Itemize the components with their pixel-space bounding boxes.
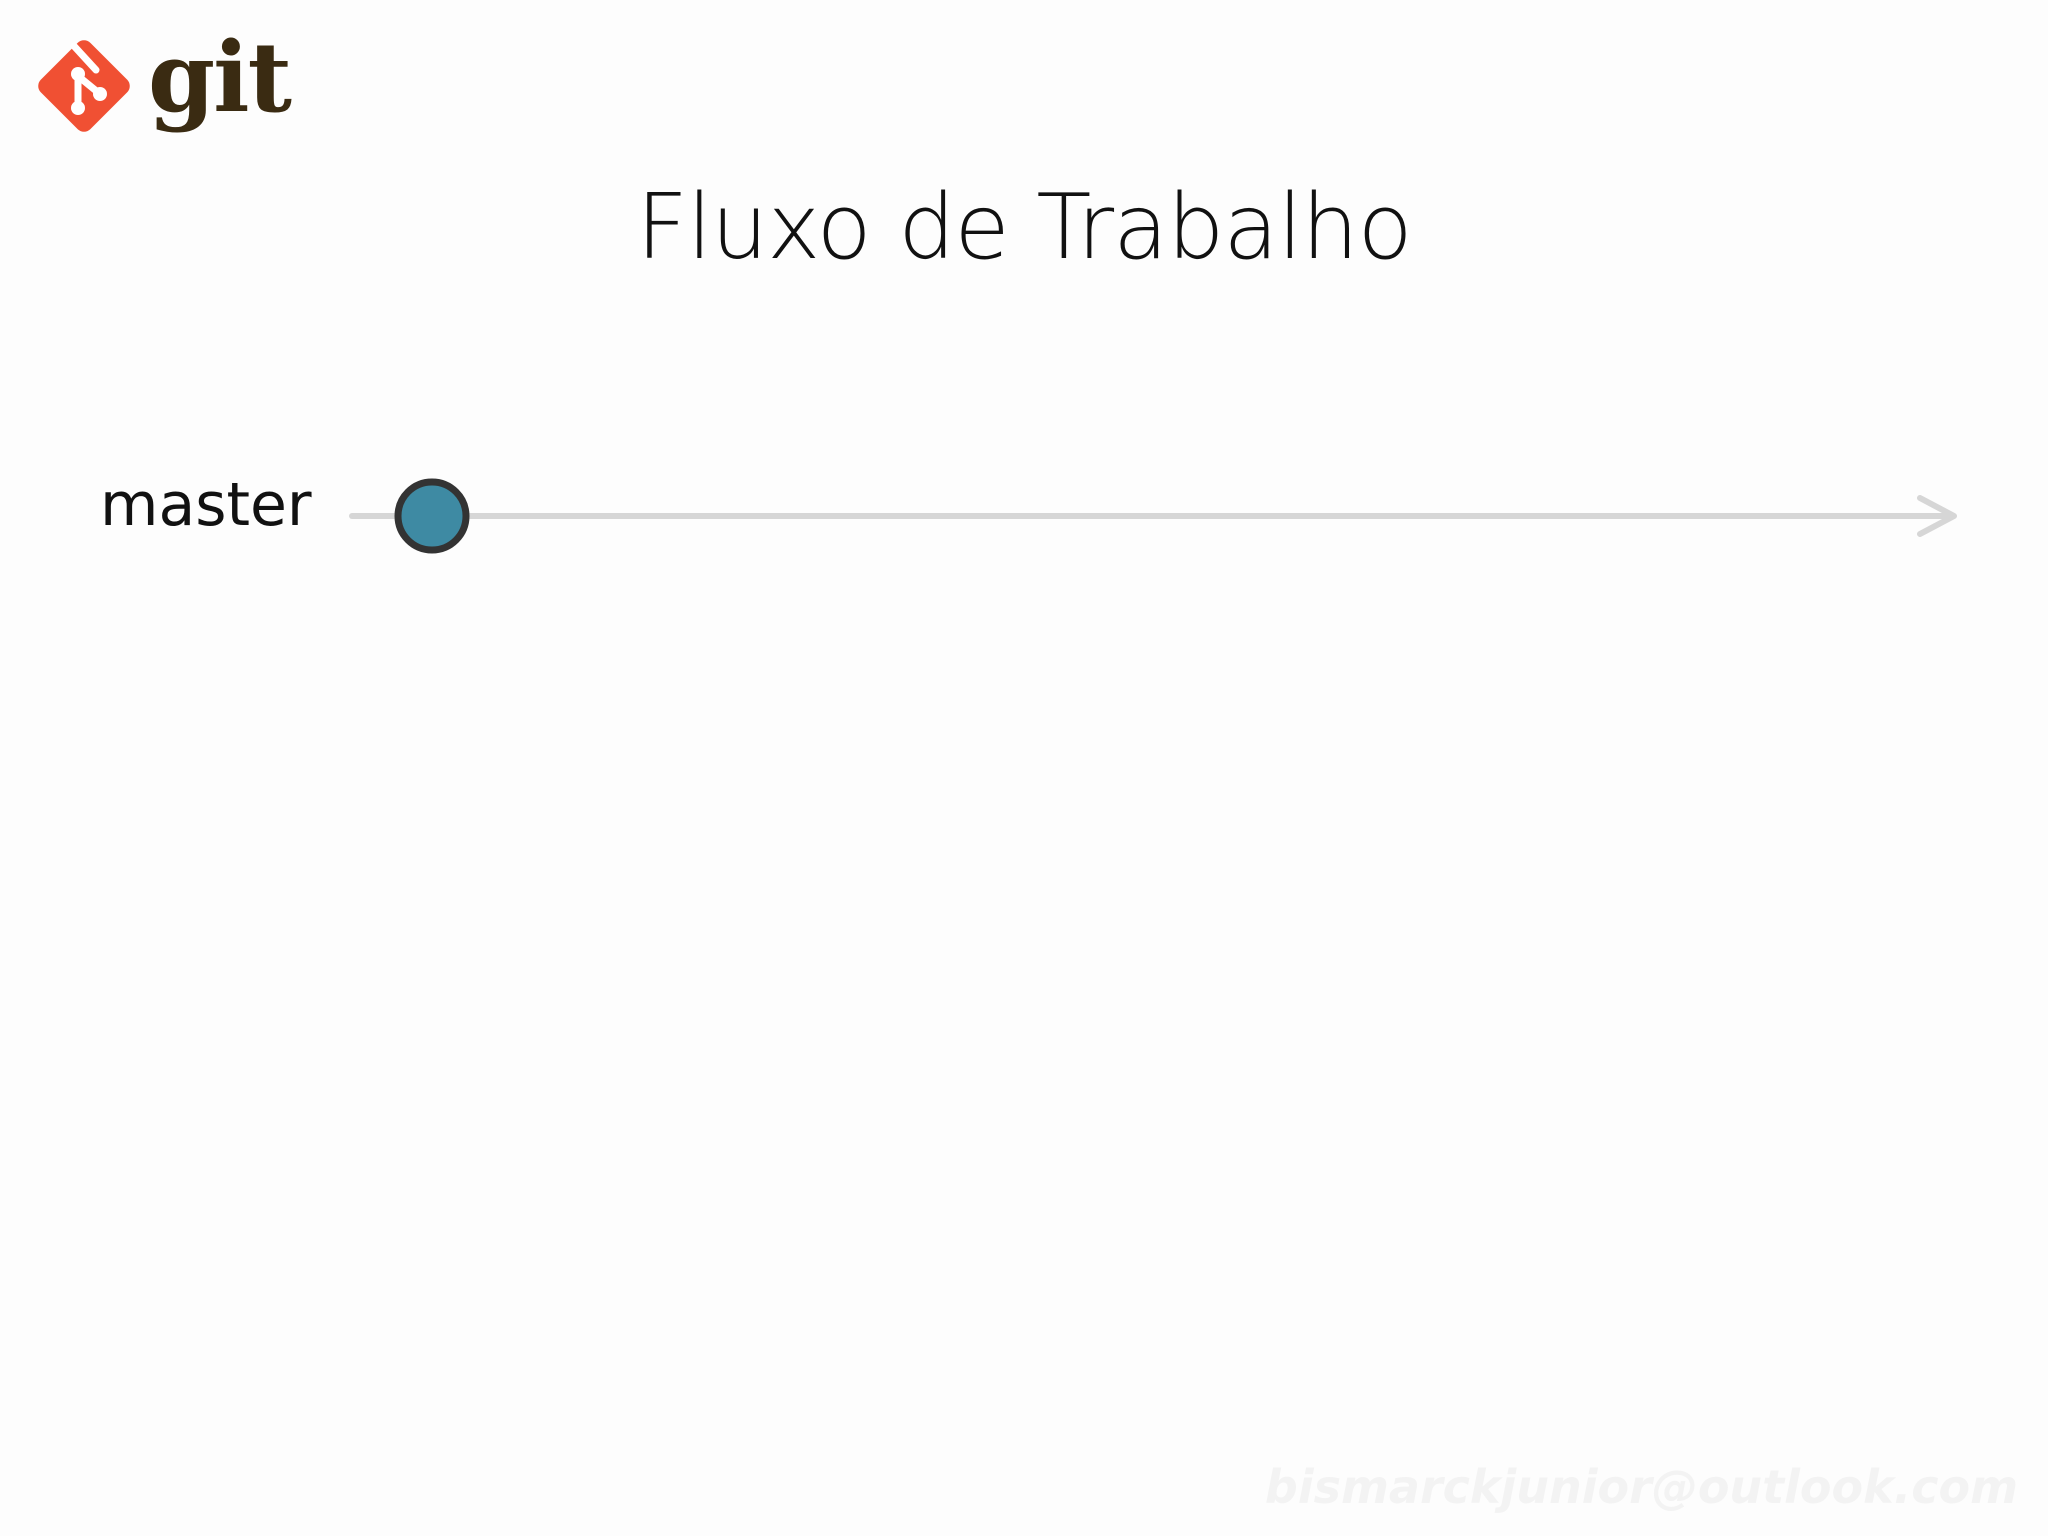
commit-node[interactable] bbox=[394, 478, 470, 554]
arrow-head-icon bbox=[1917, 495, 1957, 537]
git-logo: git bbox=[34, 30, 292, 136]
git-logo-text: git bbox=[148, 21, 292, 134]
branch-label-master: master bbox=[100, 470, 312, 540]
watermark-email: bismarckjunior@outlook.com bbox=[1264, 1460, 2018, 1514]
slide-title: Fluxo de Trabalho bbox=[636, 175, 1412, 280]
git-logo-icon bbox=[34, 36, 134, 136]
